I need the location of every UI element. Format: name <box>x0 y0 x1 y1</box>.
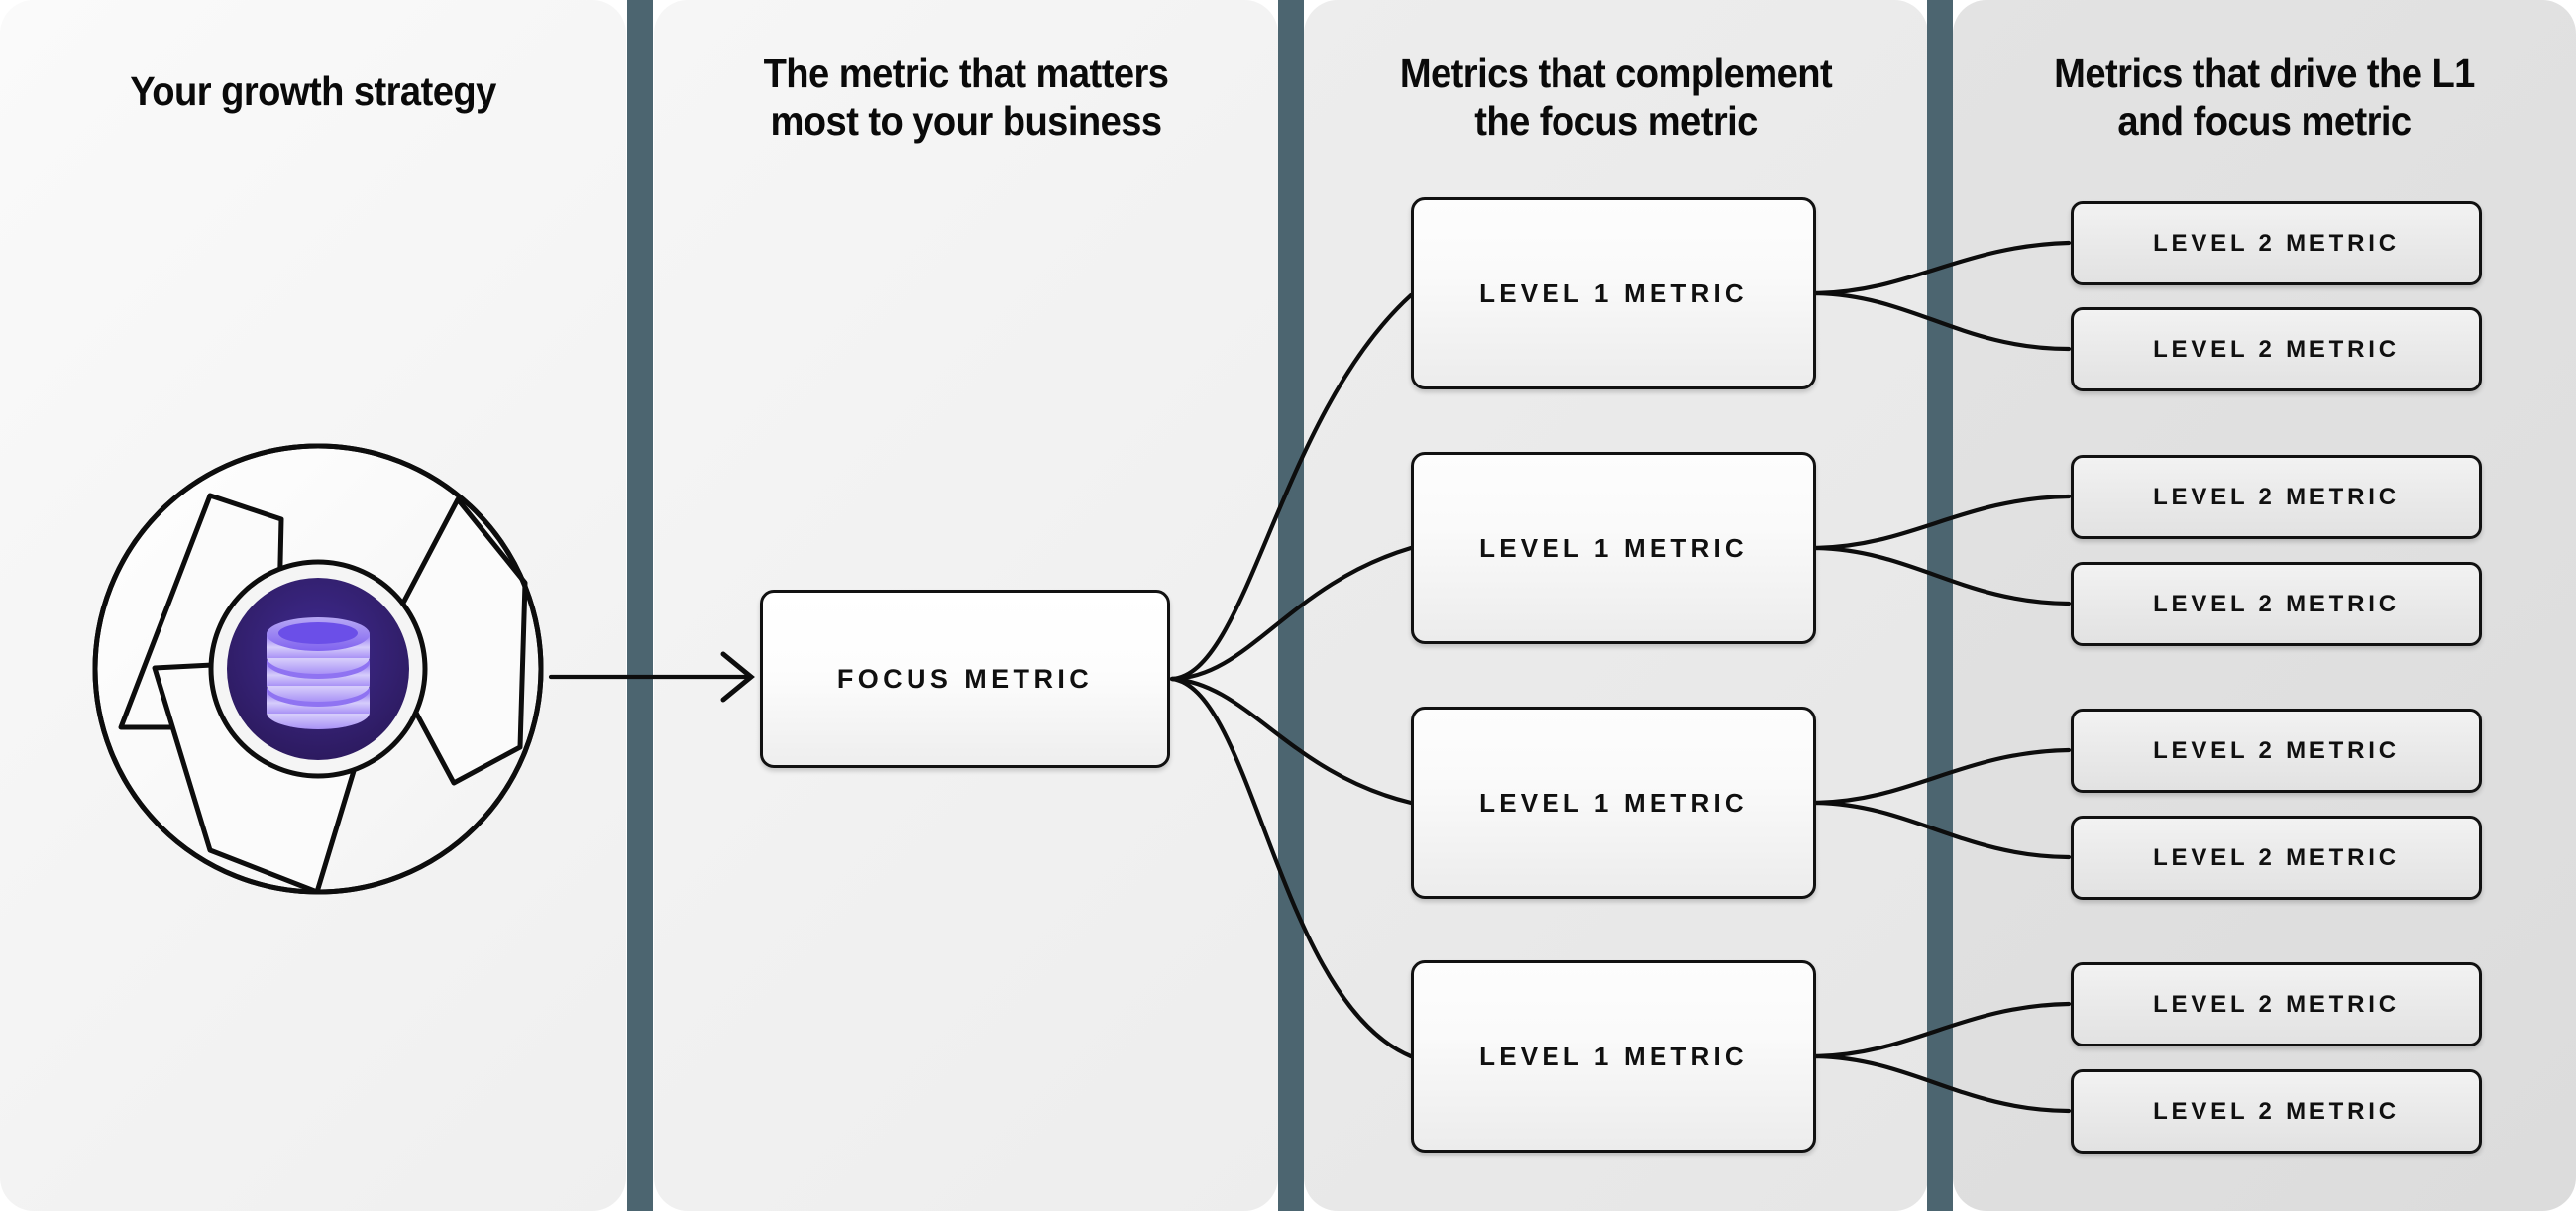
level2-metric-label: LEVEL 2 METRIC <box>2153 1097 2400 1125</box>
level2-metric-label: LEVEL 2 METRIC <box>2153 335 2400 363</box>
level2-metric-node-2[interactable]: LEVEL 2 METRIC <box>2071 307 2482 391</box>
focus-metric-node[interactable]: FOCUS METRIC <box>760 590 1170 768</box>
level2-metric-node-8[interactable]: LEVEL 2 METRIC <box>2071 1069 2482 1154</box>
level2-metric-node-1[interactable]: LEVEL 2 METRIC <box>2071 201 2482 285</box>
level2-metric-node-6[interactable]: LEVEL 2 METRIC <box>2071 816 2482 900</box>
level1-metric-node-2[interactable]: LEVEL 1 METRIC <box>1411 452 1816 644</box>
level1-metric-node-3[interactable]: LEVEL 1 METRIC <box>1411 707 1816 899</box>
level1-metric-label: LEVEL 1 METRIC <box>1479 787 1748 818</box>
level2-metric-label: LEVEL 2 METRIC <box>2153 990 2400 1018</box>
level1-metric-node-1[interactable]: LEVEL 1 METRIC <box>1411 197 1816 389</box>
level1-metric-node-4[interactable]: LEVEL 1 METRIC <box>1411 960 1816 1153</box>
column-divider-3 <box>1927 0 1953 1211</box>
database-aperture-logo <box>83 434 553 904</box>
level1-metric-label: LEVEL 1 METRIC <box>1479 277 1748 308</box>
column-title-growth-strategy: Your growth strategy <box>130 68 496 114</box>
level1-metric-label: LEVEL 1 METRIC <box>1479 532 1748 563</box>
level2-metric-label: LEVEL 2 METRIC <box>2153 736 2400 764</box>
level2-metric-node-3[interactable]: LEVEL 2 METRIC <box>2071 455 2482 539</box>
level2-metric-node-7[interactable]: LEVEL 2 METRIC <box>2071 962 2482 1046</box>
database-stack-icon <box>267 617 370 729</box>
level1-metric-label: LEVEL 1 METRIC <box>1479 1041 1748 1071</box>
level2-metric-label: LEVEL 2 METRIC <box>2153 229 2400 257</box>
level2-metric-node-4[interactable]: LEVEL 2 METRIC <box>2071 562 2482 646</box>
column-divider-1 <box>627 0 653 1211</box>
level2-metric-label: LEVEL 2 METRIC <box>2153 483 2400 510</box>
level2-metric-node-5[interactable]: LEVEL 2 METRIC <box>2071 709 2482 793</box>
focus-metric-label: FOCUS METRIC <box>836 663 1094 694</box>
level2-metric-label: LEVEL 2 METRIC <box>2153 590 2400 617</box>
level2-metric-label: LEVEL 2 METRIC <box>2153 843 2400 871</box>
column-divider-2 <box>1278 0 1304 1211</box>
